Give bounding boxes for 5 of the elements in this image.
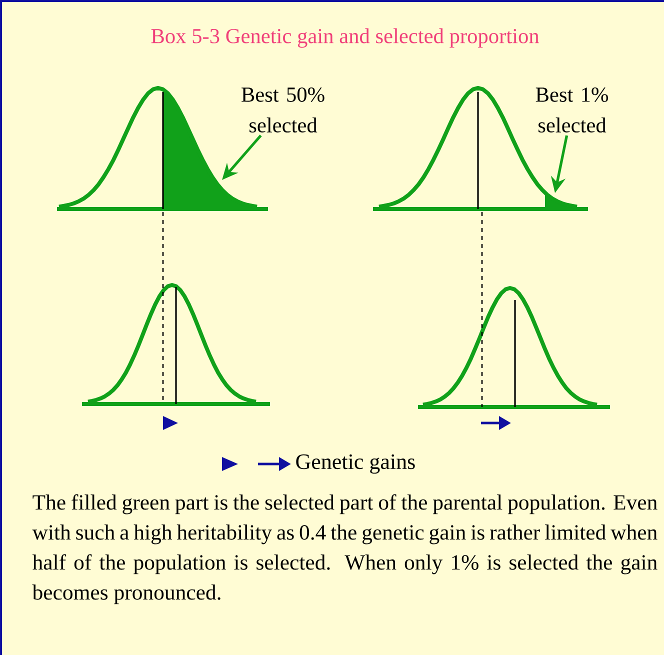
callout-label: Best 1% selected — [536, 87, 608, 133]
legend-label: Genetic gains — [296, 454, 415, 474]
callout-label: Best 50% selected — [242, 87, 324, 133]
caption: The filled green part is the selected part of the parental population. Even with such a high heritability as 0.4 the genetic gain is rather limited when half of the population is selected. When only 1% is selected the gain becomes pronounced. — [32, 494, 658, 604]
title: Box 5-3 Genetic gain and selected proportion — [151, 28, 540, 48]
